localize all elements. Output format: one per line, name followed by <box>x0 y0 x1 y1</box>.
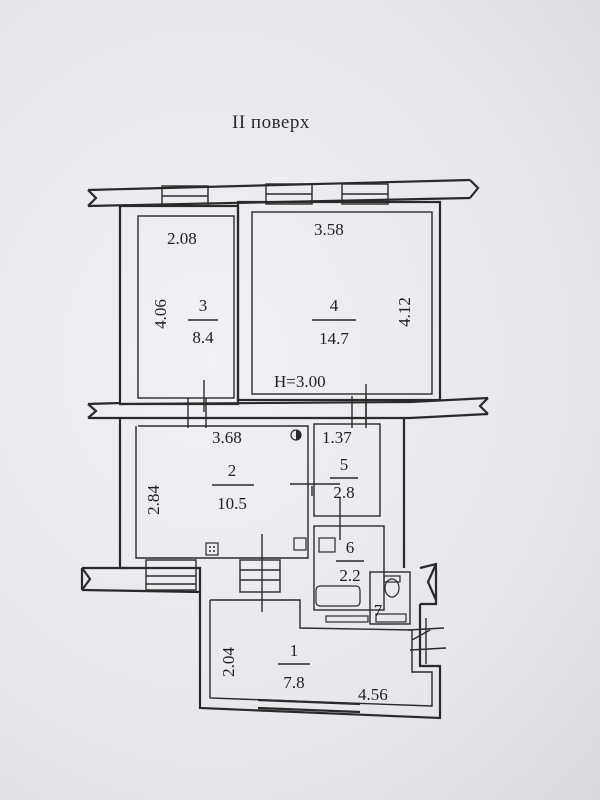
room-4-width: 3.58 <box>314 220 344 239</box>
room-1-length: 2.04 <box>219 647 238 677</box>
room-7-walls <box>369 571 411 625</box>
floor-title: II поверх <box>232 112 310 133</box>
room-6-area: 2.2 <box>339 566 360 585</box>
outer-walls <box>80 178 489 606</box>
windows <box>145 183 389 593</box>
room-1-area: 7.8 <box>283 673 304 692</box>
room-3-length: 4.06 <box>151 299 170 329</box>
room-2-area: 10.5 <box>217 494 247 513</box>
ceiling-height: H=3.00 <box>274 372 326 391</box>
room-4-length: 4.12 <box>395 297 414 327</box>
room-3-number: 3 <box>199 296 208 315</box>
room-2-number: 2 <box>228 461 237 480</box>
room-1-width: 4.56 <box>358 685 388 704</box>
room-3-area: 8.4 <box>192 328 214 347</box>
room-6-number: 6 <box>346 538 355 557</box>
room-5-area: 2.8 <box>333 483 354 502</box>
room-4-walls <box>236 200 442 402</box>
room-5-walls <box>313 418 406 568</box>
room-5-number: 5 <box>340 455 349 474</box>
room-1-number: 1 <box>290 641 299 660</box>
room-7-number: 7 <box>374 601 383 620</box>
corridor-walls <box>119 400 411 420</box>
room-4-area: 14.7 <box>319 329 349 348</box>
doors <box>187 380 447 664</box>
room-5-width: 1.37 <box>322 428 352 447</box>
room-6-walls <box>313 525 385 611</box>
room-3-width: 2.08 <box>167 229 197 248</box>
fixtures <box>205 429 407 623</box>
room-2-length: 2.84 <box>144 485 163 515</box>
room-1-walls <box>198 592 442 720</box>
room-2-width: 3.68 <box>212 428 242 447</box>
plan-labels: 2.08 4.06 3 8.4 3.58 4.12 4 14.7 H=3.00 … <box>144 220 414 704</box>
room-4-number: 4 <box>330 296 339 315</box>
